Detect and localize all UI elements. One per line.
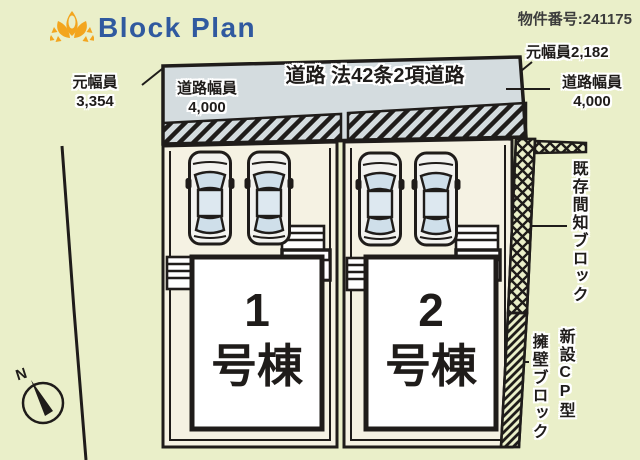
- new-wall-label-line2: 擁壁ブロック: [529, 333, 547, 441]
- original-width-label-right: 元幅員2,182: [526, 44, 609, 61]
- building-1-label: 1 号棟: [192, 282, 322, 394]
- car-lot1-a: [184, 150, 236, 246]
- road-setback-hatch-left: [161, 112, 343, 146]
- road-width-label-left: 道路幅員 4,000: [164, 80, 250, 118]
- road-width-right-text: 道路幅員: [561, 74, 622, 91]
- building-1-suffix: 号棟: [211, 340, 303, 392]
- car-lot2-b: [410, 151, 462, 247]
- property-number: 物件番号:241175: [517, 11, 632, 28]
- car-lot2-a: [354, 151, 406, 247]
- existing-wall-label: 既存間知ブロック: [569, 160, 587, 304]
- building-2-suffix: 号棟: [385, 340, 477, 392]
- page-title: Block Plan: [98, 12, 257, 43]
- original-width-label-left: 元幅員 3,354: [56, 74, 134, 112]
- road-designation-label: 道路 法42条2項道路: [285, 65, 465, 87]
- road-width-right-value: 4,000: [573, 92, 611, 110]
- building-2-number: 2: [418, 284, 444, 336]
- car-lot1-b: [243, 150, 295, 246]
- road-width-left-text: 道路幅員: [176, 80, 237, 97]
- building-2-outline: [363, 254, 499, 432]
- road-width-left-value: 4,000: [188, 98, 226, 116]
- new-cp-retaining-wall: [499, 311, 529, 449]
- building-1-outline: [189, 254, 325, 432]
- building-1-number: 1: [244, 284, 270, 336]
- compass-needle-icon: [31, 380, 53, 416]
- new-wall-label-line1: 新設CP型: [556, 328, 574, 420]
- existing-masonry-block-wall: [506, 137, 588, 315]
- building-2-label: 2 号棟: [366, 282, 496, 394]
- road-width-label-right: 道路幅員 4,000: [546, 74, 638, 112]
- road-setback-hatch-right: [346, 101, 528, 142]
- road-area: [161, 55, 528, 146]
- original-width-left-text: 元幅員: [72, 74, 118, 91]
- original-width-left-value: 3,354: [76, 92, 114, 110]
- lotus-logo-icon: [50, 11, 94, 42]
- north-compass: [21, 380, 65, 425]
- west-boundary-line: [60, 145, 88, 460]
